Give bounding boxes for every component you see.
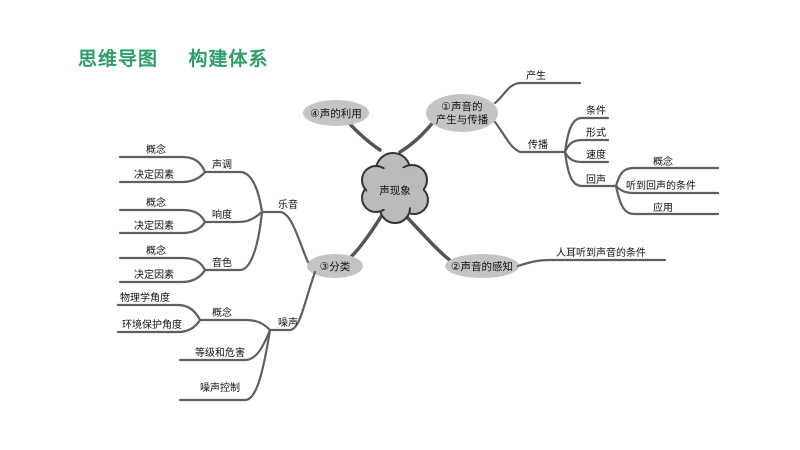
label-physics-view: 物理学角度	[120, 291, 170, 304]
label-form: 形式	[586, 126, 606, 139]
branch-form	[563, 138, 610, 154]
label-noise-control: 噪声控制	[200, 381, 240, 394]
label-condition: 条件	[586, 104, 606, 117]
label-echo: 回声	[586, 173, 606, 186]
node-1	[426, 94, 498, 132]
node-4	[303, 100, 369, 126]
branch-timbre-concept	[118, 256, 207, 272]
label-echo-concept: 概念	[653, 155, 673, 168]
branch-echo-concept	[614, 166, 720, 188]
branch-noise	[268, 270, 317, 332]
branch-echo-use	[614, 184, 720, 216]
branch-level-hazard	[178, 328, 272, 362]
branch-timbre	[203, 210, 264, 272]
label-level-hazard: 等级和危害	[195, 346, 245, 359]
label-pitch: 声调	[212, 158, 232, 171]
branch-produce	[493, 81, 582, 105]
branch-env-view	[116, 318, 202, 334]
node-1-label-line1: ①声音的	[442, 100, 483, 113]
trunk-to-node3	[343, 208, 387, 264]
branch-condition	[563, 116, 610, 154]
branch-loudness-concept	[118, 208, 207, 224]
label-timbre: 音色	[212, 256, 232, 269]
label-pitch-factor: 决定因素	[134, 168, 174, 181]
label-echo-use: 应用	[653, 201, 673, 214]
label-perception: 人耳听到声音的条件	[556, 246, 646, 259]
label-speed: 速度	[586, 148, 606, 161]
label-echo-condition: 听到回声的条件	[626, 179, 696, 192]
branch-loudness	[203, 210, 264, 224]
branch-noise-concept	[198, 318, 272, 332]
node-3-label: ③分类	[320, 260, 351, 273]
label-produce: 产生	[526, 69, 546, 82]
label-musical: 乐音	[278, 198, 298, 211]
branch-loudness-factor	[118, 220, 207, 235]
branch-spread	[493, 120, 567, 154]
label-loudness-factor: 决定因素	[134, 219, 174, 232]
branch-noise-control	[178, 328, 272, 402]
node-2	[445, 254, 519, 278]
label-env-view: 环境保护角度	[122, 318, 182, 331]
label-timbre-concept: 概念	[146, 244, 166, 257]
label-noise: 噪声	[278, 316, 298, 329]
branch-perception	[516, 258, 667, 268]
label-loudness-concept: 概念	[146, 196, 166, 209]
branch-musical	[260, 210, 310, 264]
label-spread: 传播	[528, 138, 548, 151]
label-noise-concept: 概念	[212, 306, 232, 319]
node-1-label-line2: 产生与传播	[436, 113, 489, 126]
branch-timbre-factor	[118, 268, 207, 284]
center-label: 声现象	[379, 184, 411, 197]
label-loudness: 响度	[212, 208, 232, 221]
branch-echo	[563, 150, 618, 188]
node-4-label: ④声的利用	[310, 107, 361, 120]
page-title: 思维导图 构建体系	[78, 48, 269, 70]
branch-pitch	[203, 170, 264, 214]
trunk-to-node2	[398, 208, 460, 268]
branch-pitch-concept	[118, 155, 207, 174]
node-3	[307, 254, 363, 278]
branch-pitch-factor	[118, 170, 207, 184]
center-cloud	[361, 152, 429, 224]
node-2-label: ②声音的感知	[451, 260, 513, 273]
branch-physics-view	[116, 303, 202, 322]
label-timbre-factor: 决定因素	[134, 268, 174, 281]
label-pitch-concept: 概念	[146, 143, 166, 156]
